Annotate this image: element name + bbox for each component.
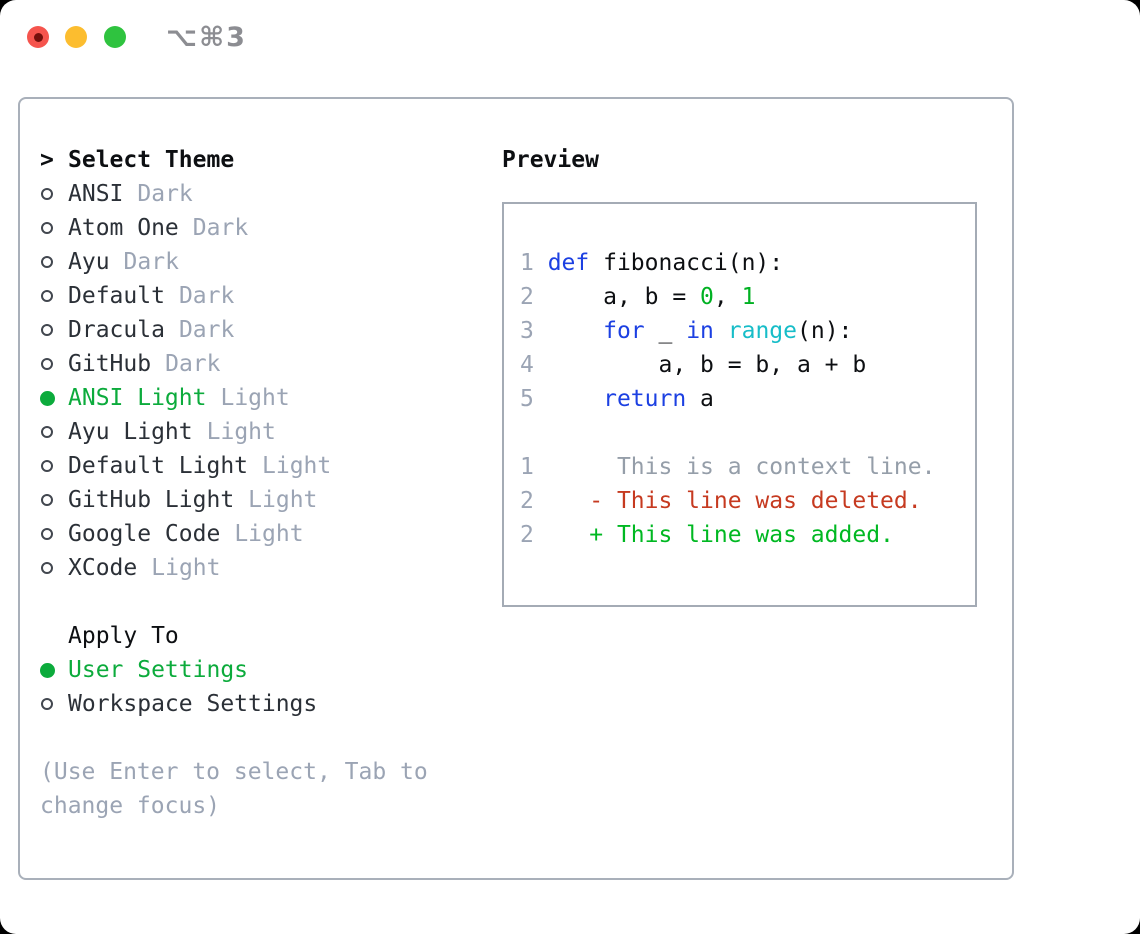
radio-icon	[40, 562, 68, 574]
zoom-button[interactable]	[104, 26, 126, 48]
theme-variant-label: Light	[206, 419, 276, 445]
diff-line: 2 - This line was deleted.	[520, 488, 922, 514]
theme-option-google-code[interactable]: Google Code Light	[40, 517, 502, 551]
radio-icon	[40, 460, 68, 472]
code-line: 5 return a	[520, 386, 714, 412]
theme-option-label: GitHub	[68, 351, 152, 377]
radio-icon	[40, 698, 68, 710]
radio-icon	[40, 256, 68, 268]
title-bar: ⌥⌘3	[0, 0, 1140, 97]
radio-icon	[40, 494, 68, 506]
code-line: 2 a, b = 0, 1	[520, 284, 756, 310]
select-theme-header: > Select Theme	[40, 143, 502, 177]
theme-option-label: Atom One	[68, 215, 179, 241]
diff-line: 1 This is a context line.	[520, 454, 936, 480]
theme-option-default-light[interactable]: Default Light Light	[40, 449, 502, 483]
usage-hint: (Use Enter to select, Tab to change focus…	[40, 755, 502, 823]
keyboard-shortcut-label: ⌥⌘3	[166, 22, 247, 53]
theme-option-label: Google Code	[68, 521, 221, 547]
diff-line: 2 + This line was added.	[520, 522, 894, 548]
radio-icon	[40, 290, 68, 302]
theme-option-xcode[interactable]: XCode Light	[40, 551, 502, 585]
apply-option-workspace-settings[interactable]: Workspace Settings	[40, 687, 502, 721]
code-line: 4 a, b = b, a + b	[520, 352, 867, 378]
theme-list-column: > Select Theme ANSI Dark Atom One Dark A…	[40, 143, 502, 878]
theme-variant-label: Dark	[137, 181, 193, 207]
theme-option-label: ANSI	[68, 181, 124, 207]
theme-picker-panel: > Select Theme ANSI Dark Atom One Dark A…	[18, 97, 1014, 880]
theme-variant-label: Light	[234, 521, 304, 547]
radio-icon	[40, 222, 68, 234]
radio-icon	[40, 188, 68, 200]
apply-option-label: User Settings	[68, 657, 249, 683]
apply-to-header: Apply To	[40, 619, 502, 653]
theme-option-github[interactable]: GitHub Dark	[40, 347, 502, 381]
theme-variant-label: Dark	[192, 215, 249, 241]
apply-to-title: Apply To	[68, 623, 179, 649]
theme-option-ayu[interactable]: Ayu Dark	[40, 245, 502, 279]
minimize-button[interactable]	[65, 26, 87, 48]
code-line: 1 def fibonacci(n):	[520, 250, 784, 276]
theme-option-github-light[interactable]: GitHub Light Light	[40, 483, 502, 517]
apply-option-label: Workspace Settings	[68, 691, 318, 717]
theme-option-label: ANSI Light	[68, 385, 207, 411]
theme-list: ANSI Dark Atom One Dark Ayu Dark Default…	[40, 177, 502, 585]
radio-icon	[40, 426, 68, 438]
preview-title: Preview	[502, 147, 599, 173]
diff-preview: 1 This is a context line. 2 - This line w…	[520, 450, 959, 552]
code-preview: 1 def fibonacci(n): 2 a, b = 0, 1 3 for _ …	[520, 246, 959, 416]
usage-hint-line: (Use Enter to select, Tab to	[40, 759, 428, 785]
radio-icon	[40, 662, 68, 678]
theme-option-atom-one[interactable]: Atom One Dark	[40, 211, 502, 245]
apply-option-user-settings[interactable]: User Settings	[40, 653, 502, 687]
theme-variant-label: Light	[220, 385, 290, 411]
theme-option-default[interactable]: Default Dark	[40, 279, 502, 313]
radio-icon	[40, 358, 68, 370]
theme-variant-label: Dark	[178, 317, 235, 343]
apply-to-section: Apply To User Settings Workspace Setting…	[40, 619, 502, 721]
theme-variant-label: Dark	[123, 249, 179, 275]
code-line: 3 for _ in range(n):	[520, 318, 853, 344]
select-theme-title: Select Theme	[68, 147, 235, 173]
theme-variant-label: Dark	[165, 351, 221, 377]
close-button[interactable]	[27, 26, 49, 48]
theme-option-label: Dracula	[68, 317, 165, 343]
theme-option-label: Ayu Light	[68, 419, 193, 445]
theme-option-label: Default	[68, 283, 165, 309]
preview-column: Preview 1 def fibonacci(n): 2 a, b = 0, 1…	[502, 143, 1012, 878]
preview-box: 1 def fibonacci(n): 2 a, b = 0, 1 3 for _ …	[502, 202, 977, 607]
theme-option-ansi-light[interactable]: ANSI Light Light	[40, 381, 502, 415]
apply-to-list: User Settings Workspace Settings	[40, 653, 502, 721]
theme-variant-label: Light	[248, 487, 318, 513]
theme-option-ansi[interactable]: ANSI Dark	[40, 177, 502, 211]
theme-variant-label: Dark	[178, 283, 235, 309]
cursor-prompt-icon: >	[40, 147, 54, 173]
radio-icon	[40, 390, 68, 406]
theme-option-label: Default Light	[68, 453, 249, 479]
radio-icon	[40, 528, 68, 540]
theme-option-dracula[interactable]: Dracula Dark	[40, 313, 502, 347]
theme-option-label: GitHub Light	[68, 487, 235, 513]
close-dot-icon	[33, 32, 43, 42]
theme-option-label: XCode	[68, 555, 138, 581]
theme-variant-label: Light	[151, 555, 221, 581]
radio-icon	[40, 324, 68, 336]
theme-option-label: Ayu	[68, 249, 110, 275]
theme-option-ayu-light[interactable]: Ayu Light Light	[40, 415, 502, 449]
theme-variant-label: Light	[262, 453, 332, 479]
usage-hint-line: change focus)	[40, 793, 221, 819]
